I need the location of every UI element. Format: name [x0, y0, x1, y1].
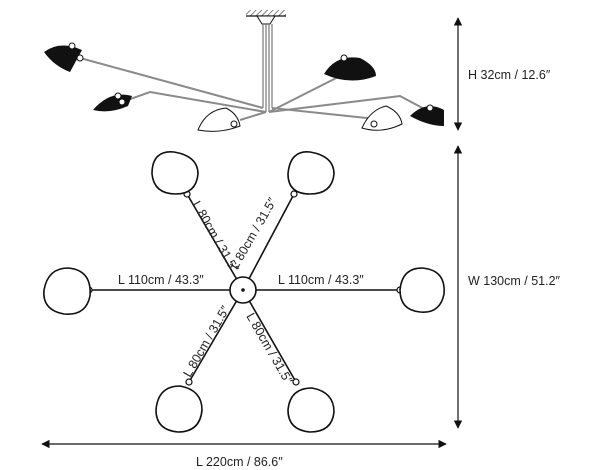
canopy: [256, 15, 276, 25]
shade-left: [43, 267, 91, 315]
side-shade-3: [324, 54, 376, 81]
top-arms: [89, 193, 400, 383]
length-label: L 220cm / 86.6″: [196, 455, 283, 469]
shade-bottom-right: [287, 387, 335, 433]
ceiling-hatch: [246, 10, 286, 16]
side-shade-4: [410, 104, 444, 126]
arm-label-diag-down-left: L 80cm / 31.5″: [180, 303, 232, 380]
arm-label-left: L 110cm / 43.3″: [118, 273, 204, 287]
arm-label-diag-down-right: L 80cm / 31.5″: [243, 311, 295, 388]
arm-label-right: L 110cm / 43.3″: [278, 273, 364, 287]
side-shade-2: [93, 92, 132, 112]
side-shade-1: [44, 42, 84, 72]
height-label: H 32cm / 12.6″: [468, 68, 551, 82]
width-label: W 130cm / 51.2″: [468, 274, 561, 288]
shade-right: [399, 267, 445, 313]
side-view: [44, 10, 444, 132]
side-shade-5: [197, 107, 241, 132]
shade-bottom-left: [155, 385, 203, 433]
shade-top-left: [151, 151, 199, 195]
stem-bundle: [262, 24, 273, 112]
top-view: L 110cm / 43.3″ L 110cm / 43.3″ L 80cm /…: [43, 151, 445, 433]
shade-top-right: [287, 151, 335, 195]
arm-label-diag-up-right: L 80cm / 31.5″: [227, 195, 279, 272]
side-shade-6: [361, 105, 403, 131]
